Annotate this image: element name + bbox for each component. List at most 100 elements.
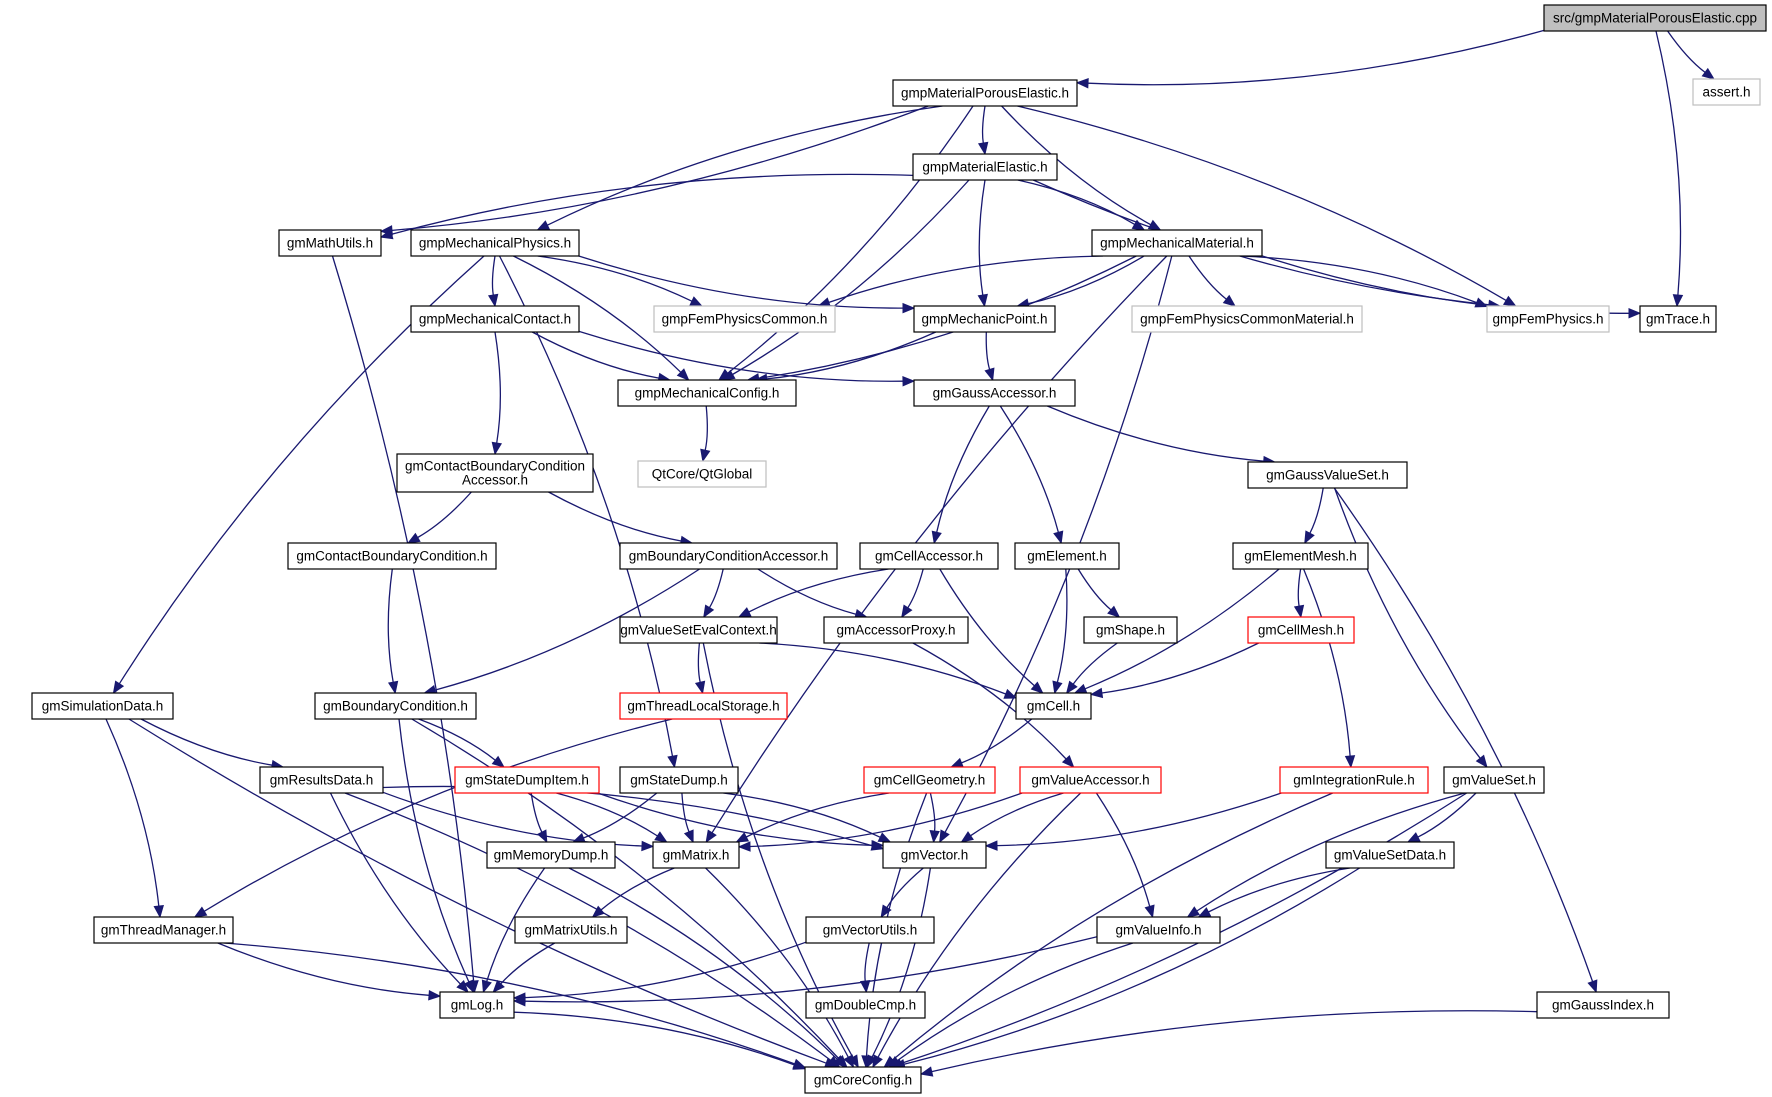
node-mechContact[interactable]: gmpMechanicalContact.h: [410, 305, 580, 333]
edge-line: [1309, 487, 1324, 534]
edge-valueSet-to-valueInfo: [1186, 792, 1466, 918]
arrowhead-icon: [1587, 979, 1598, 994]
node-label: gmCell.h: [1027, 699, 1080, 714]
node-box: [514, 916, 628, 944]
edge-line: [556, 792, 658, 837]
edge-line: [1208, 867, 1351, 913]
node-integrationRule[interactable]: gmIntegrationRule.h: [1279, 766, 1429, 794]
arrowhead-icon: [487, 293, 499, 308]
edge-threadManager-to-log: [217, 942, 442, 1001]
arrowhead-icon: [901, 604, 913, 619]
arrowhead-icon: [1030, 681, 1044, 694]
node-box: [1091, 229, 1263, 257]
node-box: [1015, 692, 1092, 720]
node-valueAccessor[interactable]: gmValueAccessor.h: [1019, 766, 1162, 794]
edge-line: [500, 942, 556, 985]
node-gaussValueSet[interactable]: gmGaussValueSet.h: [1247, 461, 1408, 489]
node-femPhysics: gmpFemPhysics.h: [1486, 305, 1610, 333]
edge-line: [903, 867, 1360, 1065]
node-label: gmCellMesh.h: [1258, 623, 1344, 638]
node-femPhysCommonMat: gmpFemPhysicsCommonMaterial.h: [1131, 305, 1363, 333]
edge-stateDumpItem-to-vector: [597, 792, 885, 851]
edge-line: [524, 936, 1098, 1003]
edge-line: [697, 642, 701, 683]
edge-line: [513, 1011, 795, 1066]
node-label: gmMathUtils.h: [287, 236, 373, 251]
node-resultsData[interactable]: gmResultsData.h: [259, 766, 384, 794]
node-cellGeometry[interactable]: gmCellGeometry.h: [863, 766, 996, 794]
edge-line: [224, 942, 795, 1065]
node-label: gmValueSet.h: [1452, 773, 1536, 788]
arrowhead-icon: [537, 829, 548, 844]
node-materialElastic[interactable]: gmpMaterialElastic.h: [912, 153, 1058, 181]
node-threadLocalStorage[interactable]: gmThreadLocalStorage.h: [619, 692, 788, 720]
node-doubleCmp[interactable]: gmDoubleCmp.h: [805, 991, 926, 1019]
node-assert: assert.h: [1692, 78, 1761, 106]
node-trace[interactable]: gmTrace.h: [1639, 305, 1717, 333]
node-label: gmStateDumpItem.h: [465, 773, 589, 788]
node-label: gmValueInfo.h: [1115, 923, 1201, 938]
node-stateDump[interactable]: gmStateDump.h: [619, 766, 739, 794]
node-valueSet[interactable]: gmValueSet.h: [1443, 766, 1545, 794]
arrowhead-icon: [667, 754, 678, 769]
edge-resultsData-to-log: [329, 792, 469, 993]
edge-line: [970, 792, 1064, 837]
node-cellMesh[interactable]: gmCellMesh.h: [1247, 616, 1355, 644]
node-cellAccessor[interactable]: gmCellAccessor.h: [859, 542, 999, 570]
node-box: [1486, 305, 1610, 333]
node-label: gmResultsData.h: [270, 773, 374, 788]
node-valueSetData[interactable]: gmValueSetData.h: [1325, 841, 1455, 869]
node-mathUtils[interactable]: gmMathUtils.h: [278, 229, 382, 257]
edge-matrixUtils-to-log: [492, 942, 556, 993]
node-elementMesh[interactable]: gmElementMesh.h: [1232, 542, 1369, 570]
node-vector[interactable]: gmVector.h: [882, 841, 987, 869]
node-gaussIndex[interactable]: gmGaussIndex.h: [1536, 991, 1670, 1019]
node-threadManager[interactable]: gmThreadManager.h: [93, 916, 234, 944]
arrowhead-icon: [591, 905, 605, 918]
node-simulationData[interactable]: gmSimulationData.h: [31, 692, 174, 720]
edge-mechPhysics-to-mechContact: [487, 255, 499, 308]
node-coreConfig[interactable]: gmCoreConfig.h: [804, 1066, 922, 1094]
node-log[interactable]: gmLog.h: [439, 991, 515, 1019]
node-label: gmCellGeometry.h: [874, 773, 986, 788]
arrowhead-icon: [1186, 906, 1201, 918]
node-memoryDump[interactable]: gmMemoryDump.h: [486, 841, 616, 869]
edge-line: [929, 792, 936, 832]
edge-line: [1028, 255, 1145, 305]
node-contactBC[interactable]: gmContactBoundaryCondition.h: [287, 542, 497, 570]
arrowhead-icon: [737, 841, 751, 852]
node-matrixUtils[interactable]: gmMatrixUtils.h: [514, 916, 628, 944]
node-femPhysCommon: gmpFemPhysicsCommon.h: [653, 305, 836, 333]
arrowhead-icon: [792, 1059, 807, 1070]
node-boundaryCondition[interactable]: gmBoundaryCondition.h: [314, 692, 477, 720]
node-mechConfig[interactable]: gmpMechanicalConfig.h: [617, 379, 797, 407]
node-box: [1131, 305, 1363, 333]
node-element[interactable]: gmElement.h: [1014, 542, 1120, 570]
node-gaussAccessor[interactable]: gmGaussAccessor.h: [913, 379, 1076, 407]
node-accessorProxy[interactable]: gmAccessorProxy.h: [823, 616, 969, 644]
edge-mechMaterial-to-femPhysCommonMat: [1188, 255, 1237, 307]
node-vectorUtils[interactable]: gmVectorUtils.h: [805, 916, 935, 944]
node-matrix[interactable]: gmMatrix.h: [652, 841, 740, 869]
node-root[interactable]: src/gmpMaterialPorousElastic.cpp: [1543, 4, 1767, 32]
node-cell[interactable]: gmCell.h: [1015, 692, 1092, 720]
node-label: gmThreadManager.h: [101, 923, 226, 938]
edge-line: [900, 792, 1468, 1065]
arrowhead-icon: [387, 680, 399, 695]
node-box: [1325, 841, 1455, 869]
arrowhead-icon: [379, 229, 394, 240]
node-valueInfo[interactable]: gmValueInfo.h: [1096, 916, 1221, 944]
node-valueSetEvalCtx[interactable]: gmValueSetEvalContext.h: [619, 616, 778, 644]
node-box: [1247, 616, 1355, 644]
node-stateDumpItem[interactable]: gmStateDumpItem.h: [454, 766, 600, 794]
node-bcAccessor[interactable]: gmBoundaryConditionAccessor.h: [619, 542, 838, 570]
edge-line: [578, 255, 904, 309]
edge-line: [978, 179, 986, 296]
node-mechPhysics[interactable]: gmpMechanicalPhysics.h: [410, 229, 580, 257]
node-shape[interactable]: gmShape.h: [1083, 616, 1178, 644]
node-mechMaterial[interactable]: gmpMechanicalMaterial.h: [1091, 229, 1263, 257]
node-mechPoint[interactable]: gmpMechanicPoint.h: [913, 305, 1056, 333]
edge-gaussAccessor-to-gaussValueSet: [1047, 405, 1277, 467]
node-porousElastic[interactable]: gmpMaterialPorousElastic.h: [892, 79, 1078, 107]
